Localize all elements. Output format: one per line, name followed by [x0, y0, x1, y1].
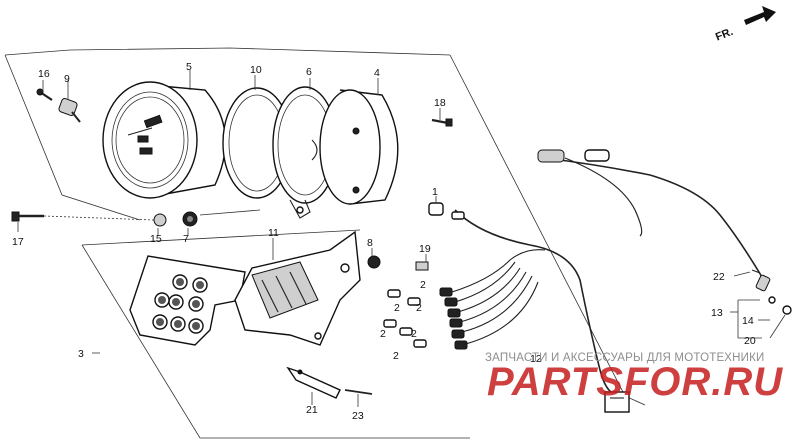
part-label-p3: 3 [78, 348, 84, 360]
part-3-indicator-cover [129, 255, 246, 346]
cover-hole-center [196, 281, 204, 289]
part-7-nut [182, 211, 198, 227]
bulb [383, 319, 397, 328]
watermark-tagline: ЗАПЧАСТИ И АКСЕССУАРЫ ДЛЯ МОТОТЕХНИКИ [485, 352, 765, 364]
part-17-bolt [11, 211, 44, 222]
part-5-speedometer [102, 81, 245, 199]
part-label-p14: 14 [742, 315, 754, 327]
bulb-socket [454, 340, 468, 350]
part-label-p2c: 2 [416, 302, 422, 314]
part-21-bracket [286, 366, 341, 399]
part-9-gear-nut [58, 98, 81, 123]
cover-hole-center [172, 298, 180, 306]
part-label-p22: 22 [713, 271, 725, 283]
cover-hole-center [156, 318, 164, 326]
part-label-p1: 1 [432, 186, 438, 198]
forward-direction-indicator: FR. [714, 6, 776, 44]
part-label-p23: 23 [352, 410, 364, 422]
part-label-p2f: 2 [393, 350, 399, 362]
part-label-p2d: 2 [380, 328, 386, 340]
part-23-screw [344, 389, 373, 395]
part-label-p5: 5 [186, 61, 192, 73]
part-11-indicator-housing [234, 230, 361, 346]
part-18-screw [431, 118, 453, 127]
part-8-nut [367, 255, 381, 269]
cover-hole-center [158, 296, 166, 304]
bulb-socket [444, 297, 458, 307]
part-label-p2a: 2 [420, 279, 426, 291]
bulb [387, 289, 401, 298]
part-2-bulbs [383, 211, 465, 348]
part-label-p7: 7 [183, 233, 189, 245]
part-label-p20: 20 [744, 335, 756, 347]
part-label-p21: 21 [306, 404, 318, 416]
cover-hole-center [176, 278, 184, 286]
part-label-p17: 17 [12, 236, 24, 248]
part-15-grommet [153, 213, 167, 227]
part-label-p6: 6 [306, 66, 312, 78]
part-label-p4: 4 [374, 67, 380, 79]
part-1-bulb [428, 202, 444, 216]
bulb-socket [449, 318, 463, 328]
part-label-p16: 16 [38, 68, 50, 80]
part-label-p13: 13 [711, 307, 723, 319]
leader-lines [17, 70, 786, 407]
bulb [399, 327, 413, 336]
cover-hole-center [192, 300, 200, 308]
bulb-socket [439, 287, 453, 297]
watermark-brand: PARTSFOR.RU [487, 360, 784, 404]
direction-label: FR. [714, 26, 735, 44]
part-label-p12: 12 [530, 353, 542, 365]
part-label-p19: 19 [419, 243, 431, 255]
part-label-p2e: 2 [411, 328, 417, 340]
bulb-socket [447, 308, 461, 318]
part-label-p15: 15 [150, 233, 162, 245]
bulb [451, 211, 465, 220]
forward-arrow-icon [744, 6, 776, 25]
part-16-screw [36, 88, 53, 101]
bulb [413, 339, 427, 348]
bulb [407, 297, 421, 306]
bulb-socket [451, 329, 465, 339]
part-label-p2b: 2 [394, 302, 400, 314]
part-19-screw [415, 261, 429, 271]
part-label-p9: 9 [64, 73, 70, 85]
cover-hole-center [174, 320, 182, 328]
part-label-p11: 11 [268, 227, 279, 239]
part-label-p18: 18 [434, 97, 446, 109]
part-13-speedometer-cable [537, 149, 792, 315]
part-4-gauge-case [319, 89, 399, 205]
part-label-p8: 8 [367, 237, 373, 249]
part-12-wire-harness [439, 209, 630, 413]
part-label-p10: 10 [250, 64, 262, 76]
cover-hole-center [192, 322, 200, 330]
